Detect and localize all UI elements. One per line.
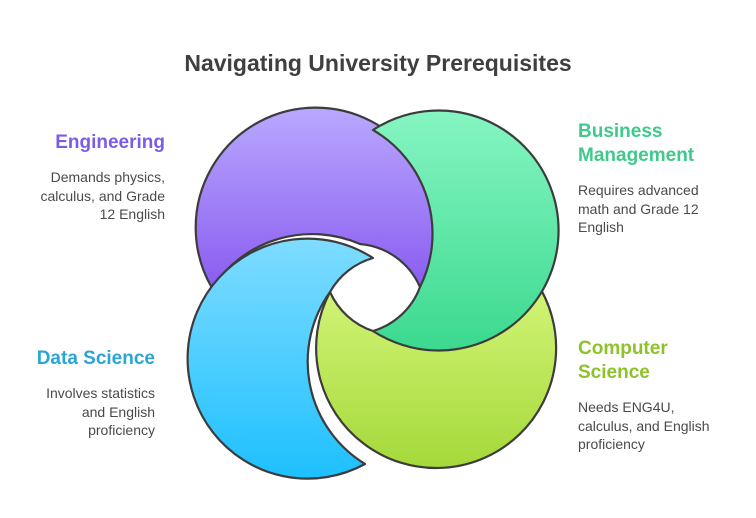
diagram-title: Navigating University Prerequisites (184, 50, 572, 76)
engineering-heading: Engineering (55, 132, 165, 153)
computer-science-description: Needs ENG4U, calculus, and English profi… (578, 399, 710, 452)
data-science-ring (186, 237, 375, 480)
data-science-block: Data Science Involves statistics and Eng… (20, 347, 155, 440)
computer-science-block: Computer Science Needs ENG4U, calculus, … (578, 337, 748, 454)
business-heading: Business Management (578, 121, 695, 166)
engineering-block: Engineering Demands physics, calculus, a… (20, 131, 165, 224)
data-science-description: Involves statistics and English proficie… (46, 385, 155, 438)
business-ring (371, 109, 560, 352)
business-description: Requires advanced math and Grade 12 Engl… (578, 182, 699, 235)
data-science-heading: Data Science (36, 348, 155, 369)
engineering-description: Demands physics, calculus, and Grade 12 … (40, 169, 165, 222)
computer-science-heading: Computer Science (578, 338, 668, 383)
business-block: Business Management Requires advanced ma… (578, 120, 748, 237)
